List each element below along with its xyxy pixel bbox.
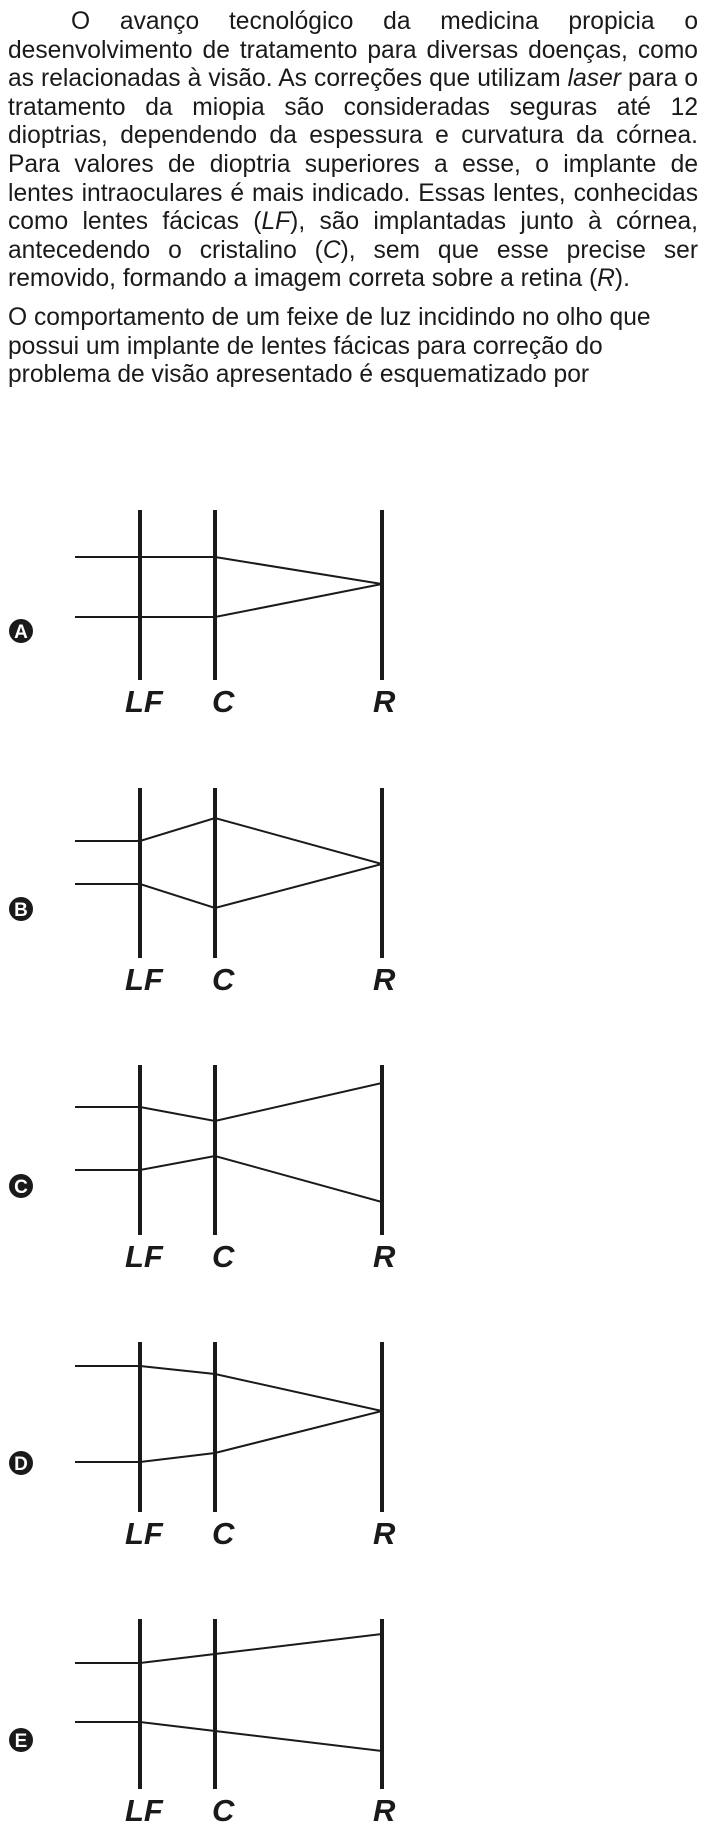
label-r: R — [373, 684, 396, 719]
text-run: para o tratamento da miopia são consider… — [8, 65, 698, 236]
text-run: O avanço tecnológico da medicina propici… — [8, 8, 698, 93]
option-badge — [9, 897, 33, 921]
text-run: ). — [614, 265, 630, 293]
option-badge — [9, 1728, 33, 1752]
term-r: R — [597, 265, 615, 293]
option-badge — [9, 1451, 33, 1475]
light-ray — [75, 1365, 383, 1412]
option-a-diagram: A LF C R — [9, 510, 396, 719]
label-lf: LF — [125, 684, 164, 719]
option-badge — [9, 619, 33, 643]
option-letter: B — [14, 900, 28, 921]
label-lf: LF — [125, 1516, 164, 1551]
label-lf: LF — [125, 1793, 164, 1828]
question-paragraph-context: O avanço tecnológico da medicina propici… — [8, 8, 698, 294]
option-d[interactable]: D LF C R — [0, 1332, 705, 1562]
label-r: R — [373, 962, 396, 997]
text-run: ), sem que esse precise ser removido, fo… — [8, 236, 699, 293]
term-lf: LF — [261, 208, 291, 236]
term-c: C — [322, 236, 341, 264]
option-b[interactable]: B LF C R — [0, 778, 705, 1008]
text-run: ), são implantadas junto à córnea, antec… — [8, 208, 699, 264]
label-c: C — [212, 1516, 235, 1551]
light-ray — [75, 863, 383, 910]
term-laser: laser — [567, 65, 621, 93]
label-r: R — [373, 1516, 396, 1551]
option-e[interactable]: E LF C R — [0, 1609, 705, 1839]
option-e-diagram: E LF C R — [9, 1619, 396, 1828]
light-ray — [75, 1082, 383, 1123]
label-r: R — [373, 1239, 396, 1274]
light-ray — [75, 1154, 383, 1203]
light-ray — [75, 1633, 383, 1664]
label-c: C — [212, 962, 235, 997]
light-ray — [75, 583, 383, 618]
label-c: C — [212, 1793, 235, 1828]
option-d-diagram: D LF C R — [9, 1342, 396, 1551]
question-text: O avanço tecnológico da medicina propici… — [8, 8, 698, 390]
light-ray — [75, 556, 383, 585]
option-letter: A — [14, 622, 28, 643]
option-letter: E — [15, 1731, 28, 1752]
label-c: C — [212, 1239, 235, 1274]
option-c[interactable]: C LF C R — [0, 1055, 705, 1285]
light-ray — [75, 1410, 383, 1463]
label-c: C — [212, 684, 235, 719]
label-r: R — [373, 1793, 396, 1828]
light-ray — [75, 1721, 383, 1752]
label-lf: LF — [125, 1239, 164, 1274]
option-badge — [9, 1174, 33, 1198]
question-paragraph-prompt: O comportamento de um feixe de luz incid… — [8, 303, 651, 389]
light-ray — [75, 816, 383, 865]
option-letter: C — [14, 1177, 28, 1198]
option-c-diagram: C LF C R — [9, 1065, 396, 1274]
option-letter: D — [14, 1454, 28, 1475]
label-lf: LF — [125, 962, 164, 997]
option-b-diagram: B LF C R — [9, 788, 396, 997]
option-a[interactable]: A LF C R — [0, 500, 705, 730]
